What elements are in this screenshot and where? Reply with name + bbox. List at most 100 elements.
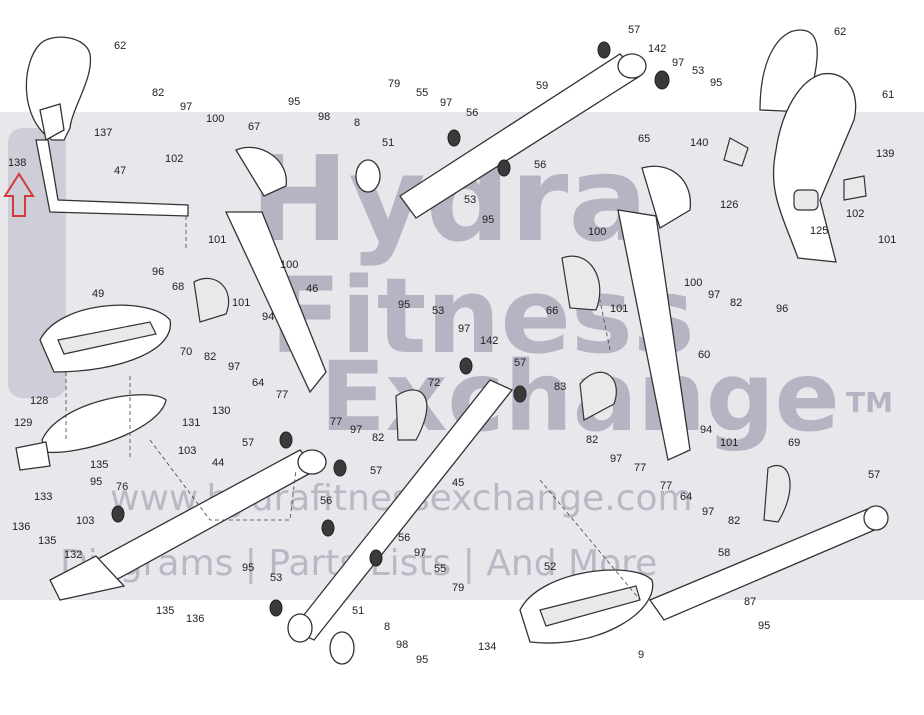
label-130: 130 xyxy=(212,405,230,417)
label-102: 102 xyxy=(846,208,864,220)
label-103: 103 xyxy=(178,445,196,457)
red-arrow-icon xyxy=(3,172,35,217)
label-129: 129 xyxy=(14,417,32,429)
label-133: 133 xyxy=(34,491,52,503)
label-56: 56 xyxy=(466,107,478,119)
label-57: 57 xyxy=(868,469,880,481)
label-79: 79 xyxy=(452,582,464,594)
label-95: 95 xyxy=(416,654,428,666)
label-53: 53 xyxy=(432,305,444,317)
label-97: 97 xyxy=(708,289,720,301)
label-131: 131 xyxy=(182,417,200,429)
label-140: 140 xyxy=(690,137,708,149)
label-97: 97 xyxy=(414,547,426,559)
label-77: 77 xyxy=(330,416,342,428)
part-pedal-right xyxy=(519,569,654,644)
label-98: 98 xyxy=(318,111,330,123)
label-97: 97 xyxy=(228,361,240,373)
label-56: 56 xyxy=(534,159,546,171)
label-94: 94 xyxy=(700,424,712,436)
label-57: 57 xyxy=(242,437,254,449)
label-128: 128 xyxy=(30,395,48,407)
label-82: 82 xyxy=(372,432,384,444)
label-95: 95 xyxy=(482,214,494,226)
label-53: 53 xyxy=(270,572,282,584)
label-55: 55 xyxy=(434,563,446,575)
label-95: 95 xyxy=(398,299,410,311)
watermark-word-fitness: Fitness xyxy=(270,255,695,377)
part-lower-arm-45 xyxy=(287,379,514,643)
part-upper-arm-left xyxy=(224,146,327,394)
label-47: 47 xyxy=(114,165,126,177)
label-77: 77 xyxy=(634,462,646,474)
label-138: 138 xyxy=(8,157,26,169)
label-83: 83 xyxy=(554,381,566,393)
part-lower-arm-58 xyxy=(649,505,889,621)
label-97: 97 xyxy=(458,323,470,335)
label-100: 100 xyxy=(684,277,702,289)
label-55: 55 xyxy=(416,87,428,99)
label-87: 87 xyxy=(744,596,756,608)
label-125: 125 xyxy=(810,225,828,237)
label-96: 96 xyxy=(152,266,164,278)
label-101: 101 xyxy=(232,297,250,309)
label-82: 82 xyxy=(730,297,742,309)
part-handle-left xyxy=(25,36,189,217)
label-126: 126 xyxy=(720,199,738,211)
part-handle-right xyxy=(759,29,857,263)
label-101: 101 xyxy=(878,234,896,246)
label-56: 56 xyxy=(398,532,410,544)
label-65: 65 xyxy=(638,133,650,145)
label-97: 97 xyxy=(702,506,714,518)
label-137: 137 xyxy=(94,127,112,139)
label-136: 136 xyxy=(12,521,30,533)
label-53: 53 xyxy=(464,194,476,206)
label-77: 77 xyxy=(660,480,672,492)
label-101: 101 xyxy=(208,234,226,246)
label-95: 95 xyxy=(758,620,770,632)
label-60: 60 xyxy=(698,349,710,361)
label-100: 100 xyxy=(280,259,298,271)
label-102: 102 xyxy=(165,153,183,165)
label-44: 44 xyxy=(212,457,224,469)
label-51: 51 xyxy=(352,605,364,617)
label-103: 103 xyxy=(76,515,94,527)
label-96: 96 xyxy=(776,303,788,315)
label-142: 142 xyxy=(648,43,666,55)
label-142: 142 xyxy=(480,335,498,347)
label-58: 58 xyxy=(718,547,730,559)
label-45: 45 xyxy=(452,477,464,489)
label-79: 79 xyxy=(388,78,400,90)
label-76: 76 xyxy=(116,481,128,493)
label-134: 134 xyxy=(478,641,496,653)
part-dashed-guides xyxy=(65,216,641,601)
label-77: 77 xyxy=(276,389,288,401)
part-covers xyxy=(193,137,867,523)
label-97: 97 xyxy=(180,101,192,113)
label-136: 136 xyxy=(186,613,204,625)
part-upper-arm-59 xyxy=(399,53,647,219)
label-49: 49 xyxy=(92,288,104,300)
label-52: 52 xyxy=(544,561,556,573)
label-94: 94 xyxy=(262,311,274,323)
label-62: 62 xyxy=(834,26,846,38)
label-132: 132 xyxy=(64,549,82,561)
label-97: 97 xyxy=(610,453,622,465)
part-wheels xyxy=(111,41,670,665)
label-56: 56 xyxy=(320,495,332,507)
label-97: 97 xyxy=(440,97,452,109)
label-57: 57 xyxy=(514,357,526,369)
label-82: 82 xyxy=(728,515,740,527)
label-135: 135 xyxy=(156,605,174,617)
part-upper-arm-right xyxy=(617,165,692,461)
label-46: 46 xyxy=(306,283,318,295)
label-59: 59 xyxy=(536,80,548,92)
label-95: 95 xyxy=(242,562,254,574)
label-82: 82 xyxy=(204,351,216,363)
part-labels: 62 137 138 47 82 97 100 67 95 98 8 51 79… xyxy=(8,24,896,666)
label-100: 100 xyxy=(206,113,224,125)
label-57: 57 xyxy=(628,24,640,36)
label-53: 53 xyxy=(692,65,704,77)
label-100: 100 xyxy=(588,226,606,238)
